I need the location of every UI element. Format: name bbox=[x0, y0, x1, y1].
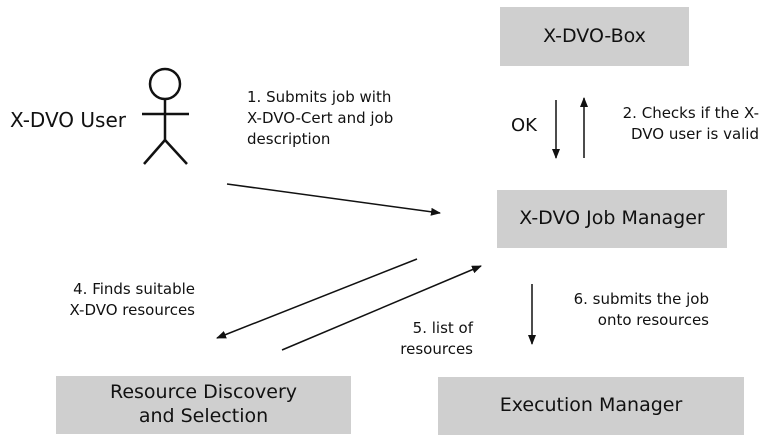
resource-discovery-label: Resource Discovery and Selection bbox=[109, 381, 298, 427]
resource-discovery-node: Resource Discovery and Selection bbox=[56, 376, 351, 434]
edge-label-submit: 1. Submits job with X-DVO-Cert and job d… bbox=[247, 88, 394, 148]
x-dvo-box-label: X-DVO-Box bbox=[543, 24, 646, 47]
execution-manager-node: Execution Manager bbox=[438, 377, 744, 435]
edge-label-exec: 6. submits the job onto resources bbox=[573, 290, 709, 329]
execution-manager-label: Execution Manager bbox=[499, 394, 683, 417]
arrow-submit bbox=[226, 183, 441, 216]
arrow-find bbox=[216, 258, 418, 339]
user-actor-icon bbox=[142, 67, 189, 165]
edge-label-list: 5. list of resources bbox=[400, 319, 473, 358]
user-label: X-DVO User bbox=[10, 108, 126, 132]
arrow-list bbox=[281, 265, 482, 351]
edge-label-find: 4. Finds suitable X-DVO resources bbox=[69, 280, 196, 319]
edge-label-check: 2. Checks if the X- DVO user is valid bbox=[622, 104, 759, 143]
x-dvo-box-node: X-DVO-Box bbox=[500, 7, 689, 66]
job-manager-node: X-DVO Job Manager bbox=[497, 190, 727, 248]
job-manager-label: X-DVO Job Manager bbox=[519, 207, 705, 230]
edge-label-ok: OK bbox=[511, 115, 537, 136]
